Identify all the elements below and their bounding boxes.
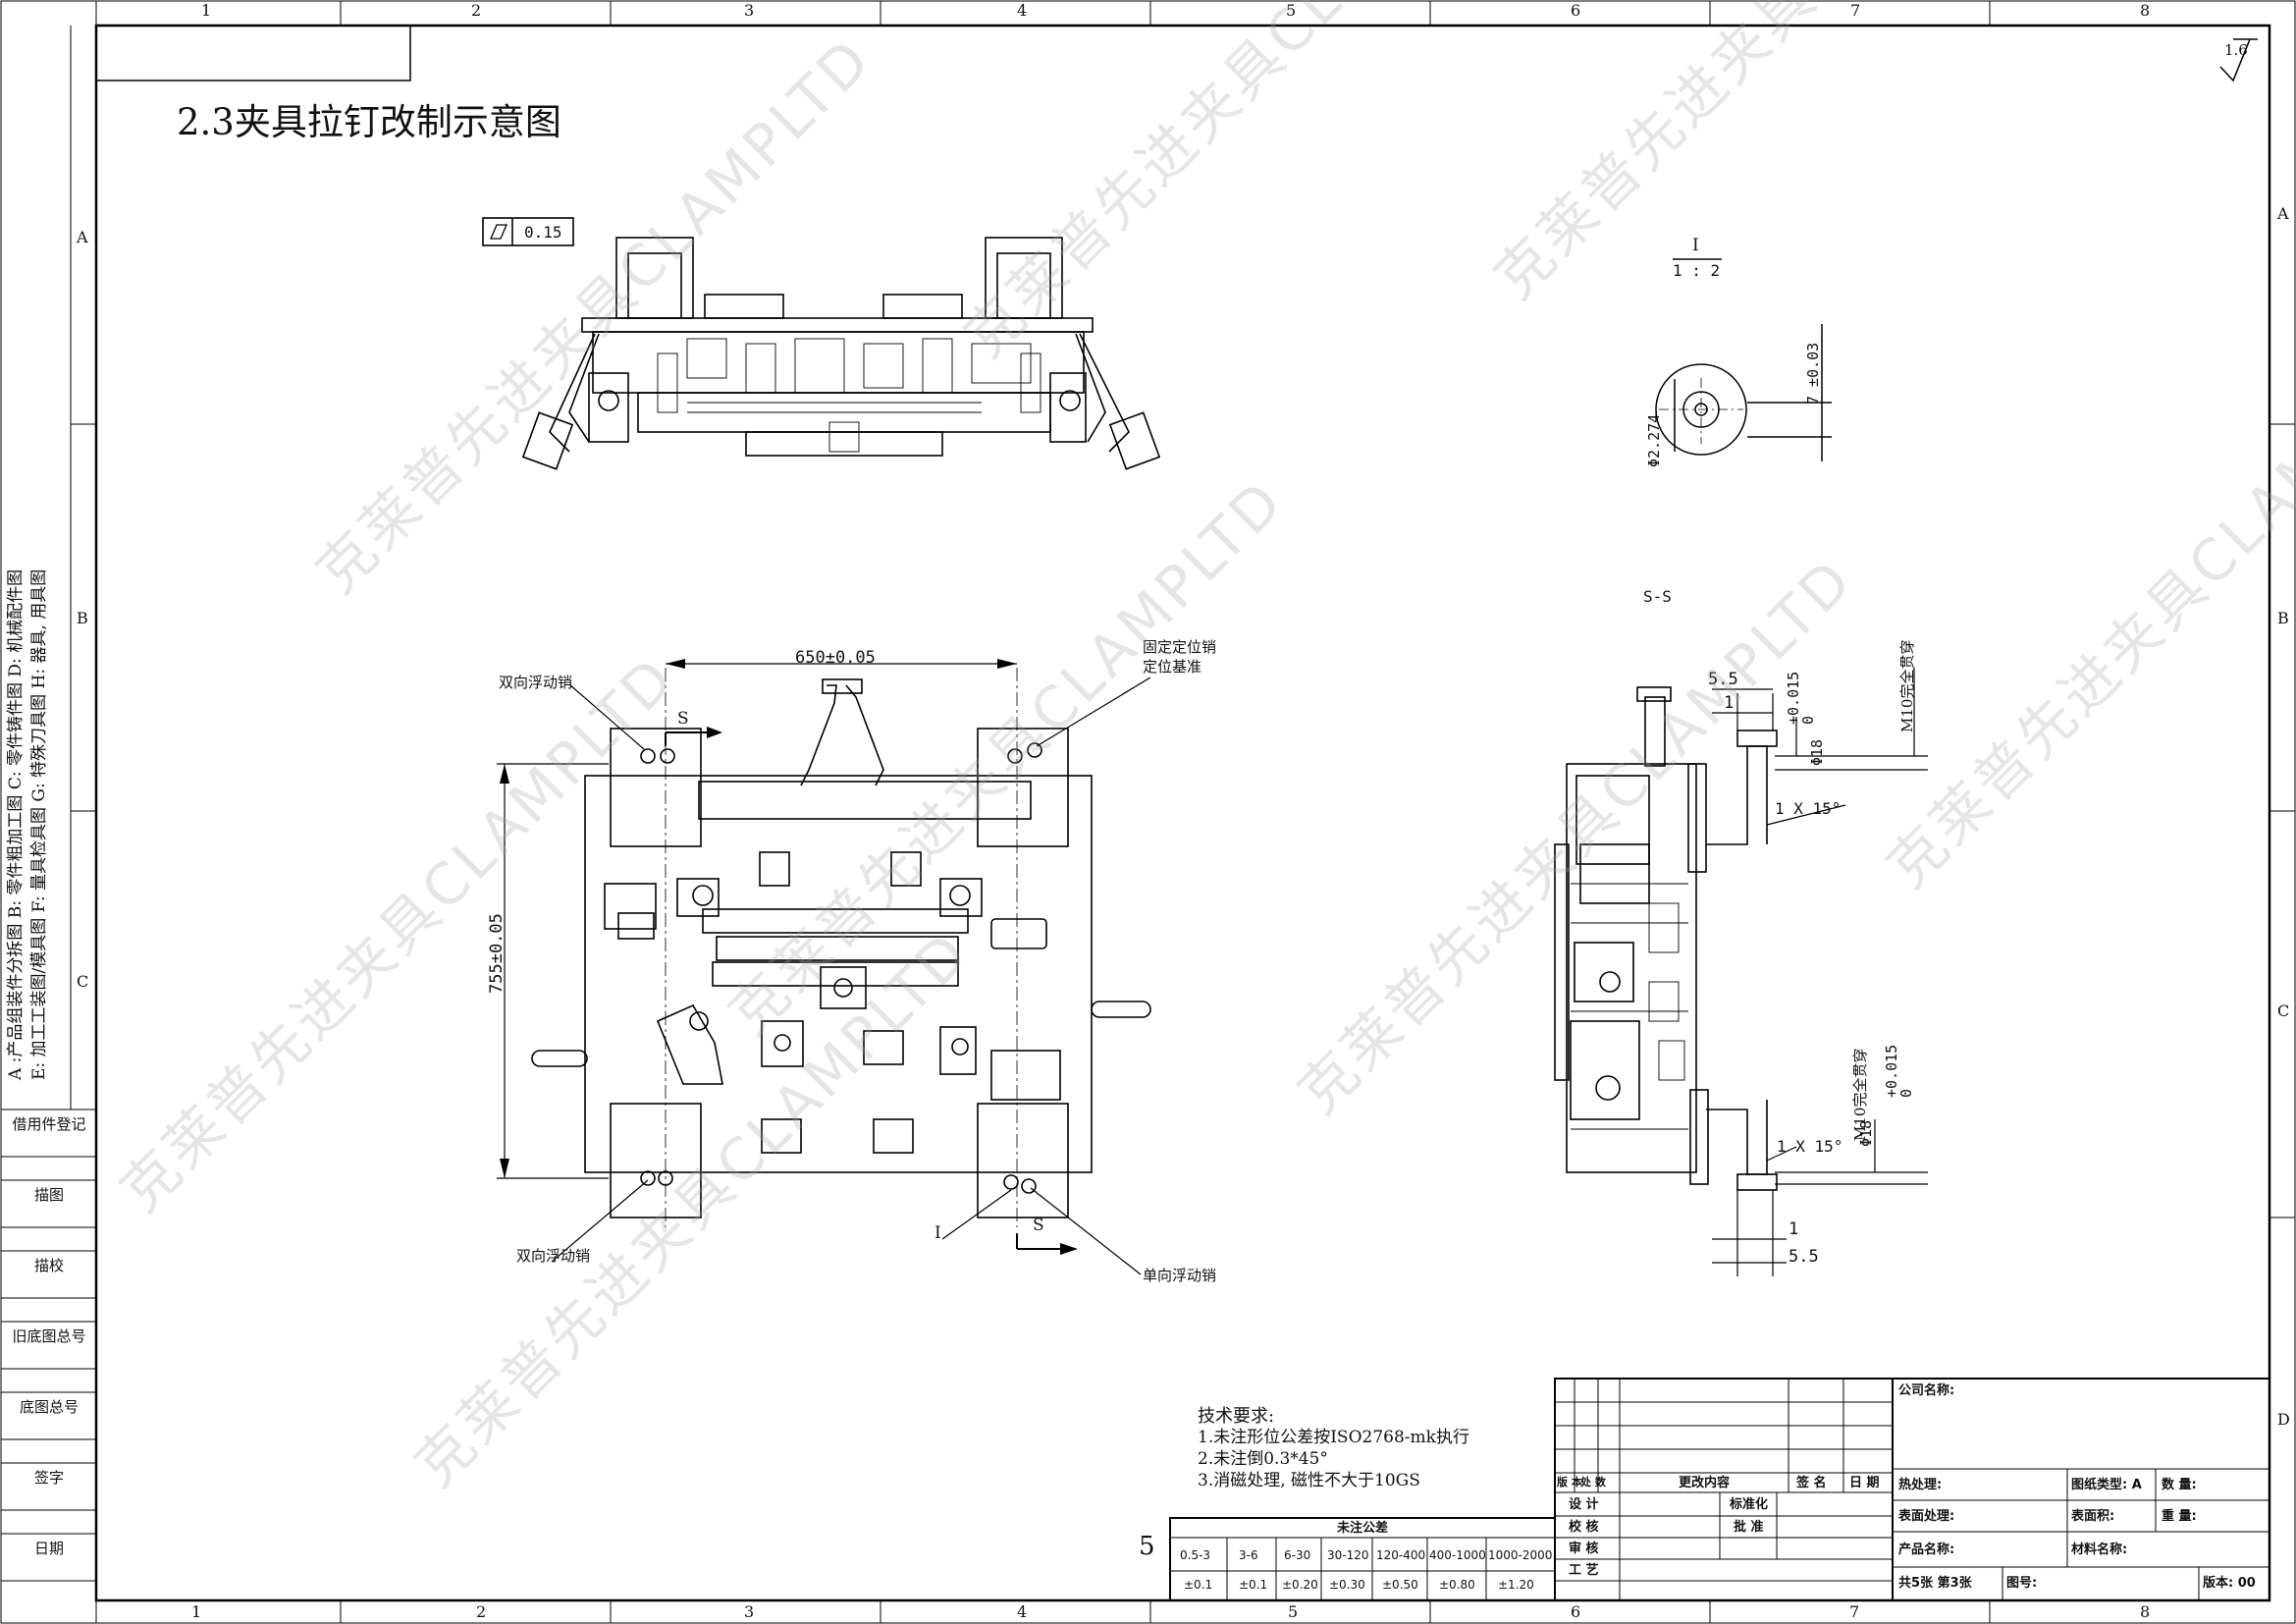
side-item-trace-check: 描校 [33,1257,64,1274]
quantity-label: 数 量: [2162,1478,2197,1492]
section-chamfer-top: 1 X 15° [1775,799,1842,818]
sign-row-process: 工 艺 [1569,1563,1599,1578]
product-name-label: 产品名称: [1898,1543,1955,1557]
zone-number: 7 [1849,1602,1860,1621]
tolerance-value: ±0.30 [1329,1578,1365,1592]
sign-row-design: 设 计 [1569,1497,1599,1512]
detail-scale: 1 : 2 [1673,261,1721,280]
surface-area-label: 表面积: [2071,1509,2115,1524]
zone-number: 8 [2140,1602,2151,1621]
zone-letter: D [2277,1410,2290,1429]
flatness-value: 0.15 [524,223,562,242]
zone-number: 3 [744,1602,755,1621]
tolerance-range: 120-400 [1376,1548,1426,1562]
bi-float-pin-label-2: 双向浮动销 [516,1247,591,1265]
tolerance-range: 400-1000 [1429,1548,1486,1562]
zone-number: 3 [744,1,755,20]
section-chamfer-bot: 1 X 15° [1777,1137,1843,1156]
rev-header-signature: 签 名 [1796,1476,1827,1490]
rev-header-count: 处 数 [1580,1476,1606,1489]
side-item-borrowed: 借用件登记 [12,1115,86,1133]
zone-number: 6 [1571,1,1581,20]
company-name-label: 公司名称: [1898,1383,1955,1398]
drawing-type-label: 图纸类型: A [2071,1478,2142,1492]
tolerance-value: ±0.20 [1282,1578,1318,1592]
detail-label: I [1692,236,1699,255]
section-dim-1-bot: 1 [1789,1219,1799,1239]
zone-letter: A [77,228,88,246]
plan-width-dim: 650±0.05 [795,648,876,668]
tolerance-value: ±0.50 [1382,1578,1418,1592]
section-cut-mark: S [677,709,689,729]
zone-number: 6 [1571,1602,1581,1621]
drawing-number-label: 图号: [2006,1576,2038,1591]
zone-number: 1 [201,1,212,20]
tech-req-heading: 技术要求: [1198,1406,1275,1427]
zone-letter: B [77,609,88,627]
zone-number: 4 [1017,1602,1028,1621]
tolerance-range: 30-120 [1327,1548,1369,1562]
standardization-label: 标准化 [1730,1497,1769,1512]
heat-treatment-label: 热处理: [1898,1478,1943,1492]
zone-number: 7 [1850,1,1861,20]
tolerance-value: ±1.20 [1498,1578,1534,1592]
bi-float-pin-label: 双向浮动销 [499,674,573,691]
tolerance-range: 6-30 [1284,1548,1311,1562]
tech-req-line: 1.未注形位公差按ISO2768-mk执行 [1198,1428,1469,1447]
side-item-tracing: 描图 [33,1186,64,1204]
zone-number: 4 [1017,1,1028,20]
tolerance-heading: 未注公差 [1337,1521,1389,1536]
sign-row-review: 审 核 [1569,1542,1599,1556]
material-name-label: 材料名称: [2071,1543,2128,1557]
version-label: 版本: 00 [2203,1576,2256,1591]
sheet-count: 共5张 第3张 [1898,1576,1972,1591]
rev-header-date: 日 期 [1849,1476,1880,1490]
tolerance-value: ±0.1 [1184,1578,1213,1592]
section-dim-5-5-top: 5.5 [1708,670,1738,689]
side-item-signature: 签字 [33,1469,64,1487]
zone-number: 2 [471,1,482,20]
uni-float-pin-label: 单向浮动销 [1143,1267,1217,1284]
section-dim-5-5-bot: 5.5 [1789,1247,1819,1267]
zone-number: 5 [1286,1,1297,20]
tolerance-range: 0.5-3 [1180,1548,1211,1562]
page-title: 2.3夹具拉钉改制示意图 [177,101,561,143]
zone-number: 2 [476,1602,487,1621]
zone-letter: C [2277,1001,2290,1020]
roughness-value: 1.6 [2224,41,2248,59]
zone-number: 1 [191,1602,202,1621]
tolerance-range: 1000-2000 [1488,1548,1553,1562]
section-cut-mark-2: S [1033,1216,1044,1235]
weight-label: 重 量: [2162,1509,2197,1524]
tolerance-value: ±0.1 [1239,1578,1268,1592]
tolerance-range: 3-6 [1239,1548,1258,1562]
datum-label: 定位基准 [1143,658,1202,676]
fixed-pin-label: 固定定位销 [1143,638,1217,656]
zone-letter: B [2277,609,2289,627]
rev-header-content: 更改内容 [1679,1476,1731,1490]
zone-letter: A [2277,204,2289,223]
side-item-base-no: 底图总号 [19,1398,79,1416]
side-item-old-base-no: 旧底图总号 [12,1327,86,1345]
detail-mark: I [934,1223,941,1243]
tech-req-line: 3.消磁处理, 磁性不大于10GS [1198,1471,1420,1490]
tech-req-line: 2.未注倒0.3*45° [1198,1449,1328,1469]
side-item-date: 日期 [33,1540,64,1557]
approval-label: 批 准 [1734,1520,1764,1535]
section-dim-1-top: 1 [1724,693,1735,713]
sign-row-check: 校 核 [1569,1520,1599,1535]
page-number: 5 [1139,1532,1155,1561]
rev-header-version: 版 本 [1557,1476,1582,1489]
zone-letter: C [77,972,89,991]
zone-number: 8 [2140,1,2151,20]
zone-number: 5 [1288,1602,1299,1621]
tolerance-value: ±0.80 [1439,1578,1475,1592]
section-label: S-S [1643,587,1672,606]
surface-treatment-label: 表面处理: [1898,1509,1955,1524]
